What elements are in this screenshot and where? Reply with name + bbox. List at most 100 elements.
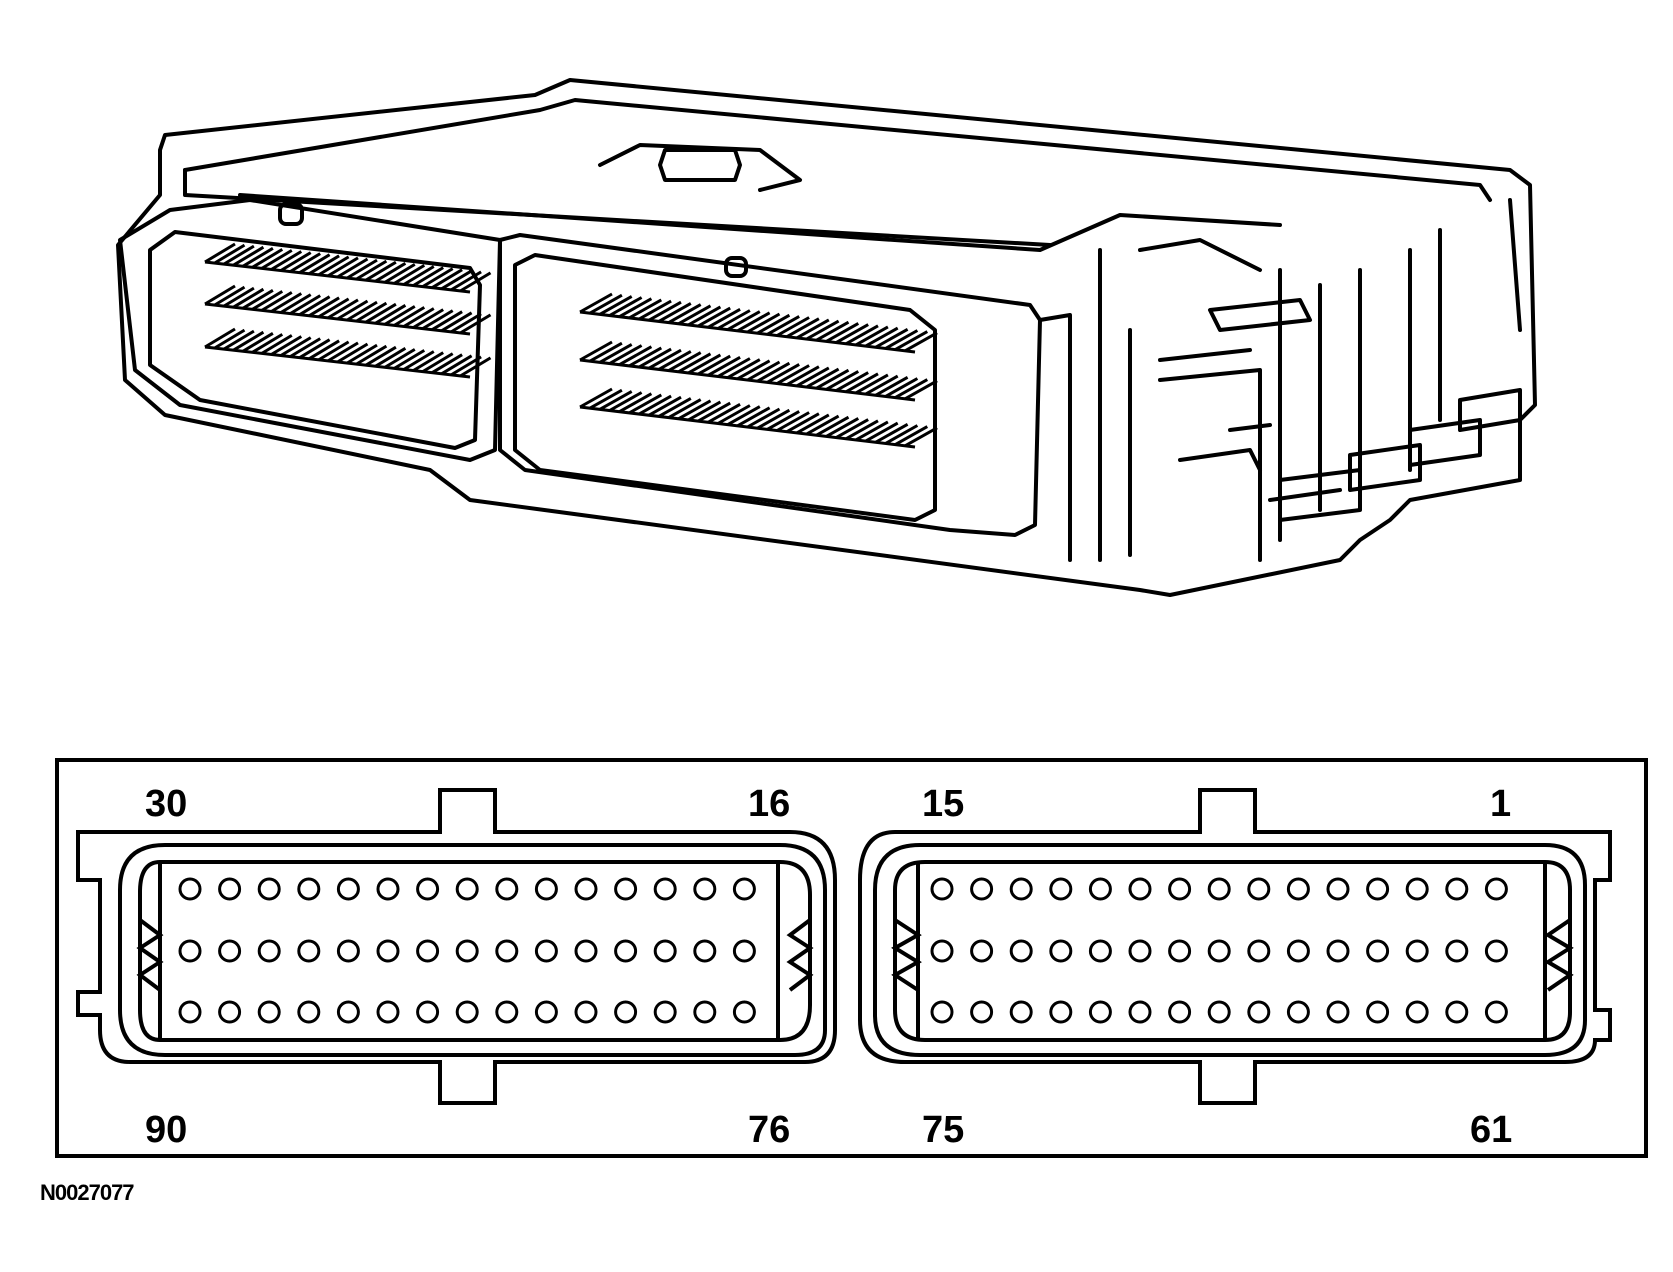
- left-pin-hole: [257, 1000, 281, 1024]
- right-pin-hole: [1326, 939, 1350, 963]
- right-illustration-pin: [727, 310, 761, 331]
- right-illustration-pin: [589, 388, 623, 410]
- right-connector-insert: [893, 860, 1572, 1042]
- left-pin-hole: [376, 877, 400, 901]
- right-illustration-pin: [786, 365, 820, 387]
- left-illustration-pin: [412, 351, 444, 372]
- left-illustration-pin: [232, 287, 265, 309]
- left-illustration-pin: [450, 270, 482, 292]
- left-illustration-pin: [270, 335, 303, 356]
- right-connector-shroud: [858, 788, 1612, 1105]
- left-pin-hole: [455, 939, 479, 963]
- right-illustration-pin: [894, 425, 929, 446]
- right-illustration-pin: [579, 310, 916, 354]
- left-illustration-pin: [374, 347, 407, 368]
- left-illustration-pin: [232, 245, 265, 267]
- left-illustration-pin: [251, 248, 284, 269]
- right-illustration-pin: [598, 390, 633, 411]
- left-illustration-pin: [336, 257, 369, 279]
- right-pin-hole: [1009, 877, 1033, 901]
- right-illustration-pin: [727, 405, 761, 426]
- left-illustration-pin: [346, 300, 378, 322]
- right-illustration-pin: [598, 343, 633, 364]
- right-illustration-pin: [835, 323, 869, 344]
- right-pin-hole: [1405, 877, 1429, 901]
- left-illustration-pin: [204, 284, 236, 306]
- right-illustration-pin: [845, 372, 879, 394]
- right-illustration-pin: [648, 348, 682, 370]
- left-illustration-pin: [223, 286, 255, 308]
- right-illustration-pin: [579, 387, 613, 409]
- left-pin-hole: [416, 877, 440, 901]
- left-pin-hole: [732, 1000, 756, 1024]
- left-pin-hole: [614, 1000, 638, 1024]
- right-illustration-pin: [904, 426, 938, 448]
- right-pin-hole: [930, 1000, 954, 1024]
- right-illustration-pin: [658, 397, 692, 418]
- left-illustration-pin: [261, 291, 293, 312]
- right-illustration-pin: [894, 330, 929, 351]
- right-illustration-pin: [618, 392, 653, 414]
- left-illustration-pin: [317, 340, 350, 362]
- right-pin-hole: [1207, 1000, 1231, 1024]
- left-pin-hole: [495, 1000, 519, 1024]
- left-illustration-pin: [440, 354, 473, 376]
- pin-label-75: 75: [922, 1109, 964, 1151]
- left-illustration-pin: [242, 247, 274, 268]
- right-illustration-pin: [884, 329, 919, 350]
- left-illustration-pin: [308, 339, 340, 361]
- pin-label-16: 16: [748, 783, 790, 825]
- right-illustration-pin: [776, 316, 810, 337]
- right-pin-hole: [1366, 1000, 1390, 1024]
- left-pin-hole: [614, 939, 638, 963]
- right-illustration-pin: [667, 351, 702, 372]
- right-illustration-pin: [766, 315, 800, 336]
- left-pin-hole: [297, 1000, 321, 1024]
- left-illustration-pin: [336, 342, 369, 364]
- left-illustration-pin: [450, 355, 482, 377]
- right-illustration-pin: [628, 298, 663, 320]
- left-illustration-pin: [355, 259, 388, 281]
- right-illustration-pin: [579, 358, 916, 402]
- right-illustration-pin: [815, 415, 850, 437]
- right-illustration-pin: [717, 357, 751, 378]
- right-pin-hole: [1445, 877, 1469, 901]
- right-pin-hole: [1009, 939, 1033, 963]
- right-illustration-pin: [756, 408, 791, 430]
- right-pin-hole: [1049, 877, 1073, 901]
- right-pin-hole: [1168, 1000, 1192, 1024]
- left-pin-hole: [693, 1000, 717, 1024]
- pin-label-76: 76: [748, 1109, 790, 1151]
- left-pin-hole: [416, 939, 440, 963]
- right-illustration-pin: [638, 394, 672, 416]
- right-pin-hole: [1088, 877, 1112, 901]
- left-illustration-pin: [317, 255, 350, 277]
- right-pin-hole: [970, 877, 994, 901]
- right-pin-hole: [1128, 877, 1152, 901]
- right-illustration-pin: [746, 312, 781, 334]
- left-pin-hole: [376, 1000, 400, 1024]
- right-illustration-pin: [717, 309, 751, 330]
- left-illustration-pin: [223, 329, 255, 351]
- right-illustration-pin: [894, 378, 929, 399]
- left-illustration-pin: [242, 332, 274, 353]
- left-connector-cavity: [118, 843, 827, 1057]
- right-pin-hole: [1009, 1000, 1033, 1024]
- connector-face-view: [55, 758, 1648, 1158]
- right-illustration-pin: [608, 296, 643, 317]
- figure-id: N0027077: [40, 1180, 134, 1205]
- left-pin-hole: [455, 877, 479, 901]
- right-illustration-pin: [579, 405, 916, 449]
- left-illustration-pin: [308, 254, 340, 276]
- right-pin-hole: [1484, 1000, 1508, 1024]
- left-illustration-pin: [403, 307, 435, 328]
- left-illustration-pin: [403, 265, 435, 286]
- left-illustration-pin: [298, 253, 331, 274]
- right-illustration-pin: [835, 371, 869, 392]
- left-pin-hole: [574, 1000, 598, 1024]
- left-illustration-pin: [213, 243, 246, 265]
- left-illustration-pin: [421, 267, 454, 288]
- left-illustration-pin: [355, 301, 388, 323]
- left-pin-hole: [653, 877, 677, 901]
